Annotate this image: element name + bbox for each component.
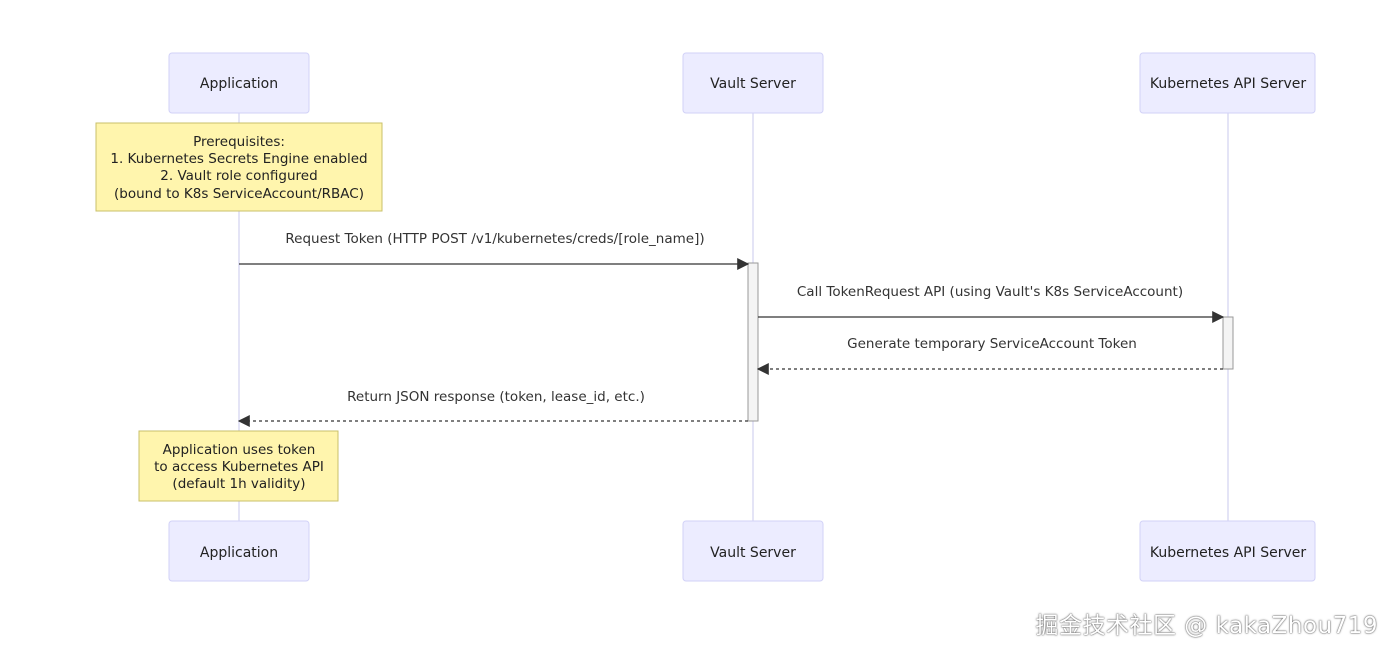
message-label: Return JSON response (token, lease_id, e… <box>347 389 645 405</box>
actor-app-top: Application <box>168 52 310 114</box>
note-line: 1. Kubernetes Secrets Engine enabled <box>110 151 367 167</box>
message-call-tokenrequest: Call TokenRequest API (using Vault's K8s… <box>758 284 1225 323</box>
actor-label: Vault Server <box>710 545 796 561</box>
note-line: Prerequisites: <box>193 134 285 150</box>
note-prerequisites: Prerequisites: 1. Kubernetes Secrets Eng… <box>95 122 383 212</box>
activation-k8s <box>1222 316 1234 370</box>
actor-k8s-top: Kubernetes API Server <box>1139 52 1316 114</box>
note-line: (bound to K8s ServiceAccount/RBAC) <box>114 186 364 202</box>
actor-k8s-bottom: Kubernetes API Server <box>1139 520 1316 582</box>
message-label: Request Token (HTTP POST /v1/kubernetes/… <box>285 231 704 247</box>
actor-app-bottom: Application <box>168 520 310 582</box>
note-line: to access Kubernetes API <box>154 459 324 475</box>
actor-label: Vault Server <box>710 76 796 92</box>
message-request-token: Request Token (HTTP POST /v1/kubernetes/… <box>239 231 750 270</box>
note-line: (default 1h validity) <box>172 476 305 492</box>
actor-vault-bottom: Vault Server <box>682 520 824 582</box>
actor-label: Kubernetes API Server <box>1150 545 1306 561</box>
actor-vault-top: Vault Server <box>682 52 824 114</box>
message-generate-token: Generate temporary ServiceAccount Token <box>756 336 1223 375</box>
message-label: Generate temporary ServiceAccount Token <box>847 336 1137 352</box>
message-label: Call TokenRequest API (using Vault's K8s… <box>797 284 1183 300</box>
actor-label: Application <box>200 76 278 92</box>
actor-label: Application <box>200 545 278 561</box>
activation-vault <box>747 262 759 422</box>
note-token-usage: Application uses token to access Kuberne… <box>138 430 339 502</box>
note-line: Application uses token <box>163 442 316 458</box>
watermark: 掘金技术社区 @ kakaZhou719 <box>1035 613 1378 639</box>
note-line: 2. Vault role configured <box>160 168 317 184</box>
actor-label: Kubernetes API Server <box>1150 76 1306 92</box>
message-return-json: Return JSON response (token, lease_id, e… <box>237 389 748 427</box>
